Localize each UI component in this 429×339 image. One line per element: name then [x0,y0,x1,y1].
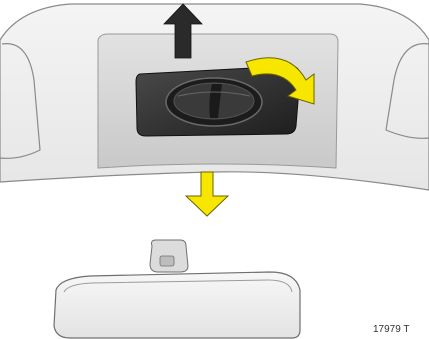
rear-view-mirror [54,272,300,338]
figure-reference-number: 17979 T [373,324,429,335]
sunroof-switch [136,66,300,136]
mirror-mount [150,240,188,272]
